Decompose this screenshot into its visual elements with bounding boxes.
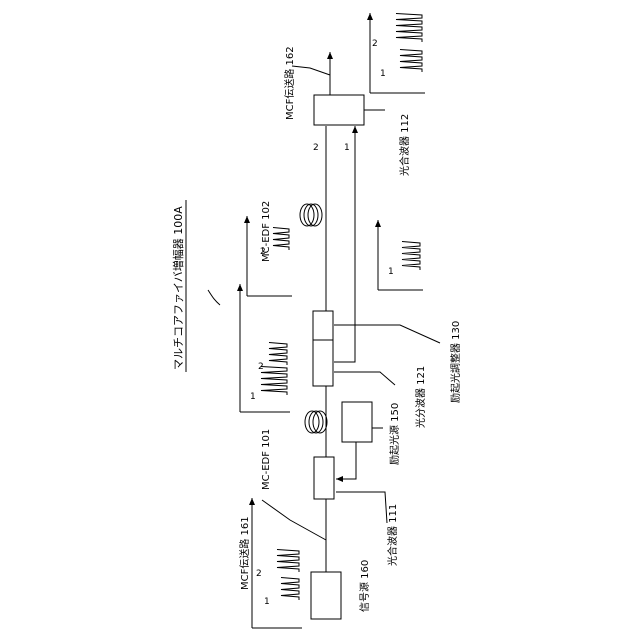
pump-source-label: 励起光源 150 — [388, 403, 401, 465]
spectrum-comb — [269, 343, 287, 366]
coupler-111-box — [314, 457, 334, 499]
spectrum-bypass: 1 — [378, 220, 423, 290]
mcf-162-leader — [292, 66, 330, 75]
spectrum-core-number: 1 — [380, 69, 386, 79]
spectrum-core-number: 1 — [264, 597, 270, 607]
spectrum-comb — [402, 242, 420, 271]
spectrum-input: 12 — [252, 498, 302, 628]
spectrum-core-number: 2 — [256, 569, 262, 579]
adjuster-130-box — [313, 311, 333, 340]
spectrum-core-number: 2 — [372, 39, 378, 49]
adjuster-130-label: 励起光調整器 130 — [449, 321, 462, 403]
bypass-pump-line — [334, 126, 355, 362]
mcf-161-label: MCF伝送路 161 — [238, 516, 251, 590]
port-2-label: 2 — [313, 143, 319, 153]
title-tilde — [208, 290, 220, 305]
coupler-112-label: 光合波器 112 — [398, 114, 411, 176]
spectrum-after-edf101: 12 — [240, 284, 290, 412]
spectrum-comb — [261, 367, 287, 396]
spectrum-core-number: 1 — [250, 392, 256, 402]
pump-source-box — [342, 402, 372, 442]
spectrum-output: 12 — [370, 13, 425, 93]
spectrum-comb — [400, 50, 422, 73]
adjuster-130-leader — [334, 325, 440, 343]
splitter-121-label: 光分波器 121 — [414, 366, 427, 428]
spectrum-comb — [277, 550, 299, 573]
splitter-121-leader — [334, 372, 395, 385]
signal-source-label: 信号源 160 — [358, 560, 371, 612]
spectrum-core-number: 2 — [258, 362, 264, 372]
signal-source-box — [311, 572, 341, 619]
coupler-111-label: 光合波器 111 — [386, 504, 399, 566]
spectrum-core-number: 1 — [388, 267, 394, 277]
edf-102-coil — [300, 204, 314, 226]
spectrum-comb — [281, 578, 299, 601]
coupler-112-box — [314, 95, 364, 125]
edf-101-coil — [305, 411, 319, 433]
mcf-161-leader — [262, 500, 326, 540]
coupler-111-leader — [336, 492, 387, 523]
diagram-title: マルチコアファイバ増幅器 100A — [172, 206, 185, 370]
port-1-label: 1 — [344, 143, 350, 153]
pump-feed-line — [336, 442, 356, 479]
edf-101-label: MC-EDF 101 — [261, 429, 272, 490]
spectrum-comb — [273, 228, 289, 251]
mcf-162-label: MCF伝送路 162 — [283, 46, 296, 120]
spectrum-core-number: 2 — [260, 247, 266, 257]
spectrum-comb — [396, 14, 422, 43]
splitter-121-box — [313, 340, 333, 386]
